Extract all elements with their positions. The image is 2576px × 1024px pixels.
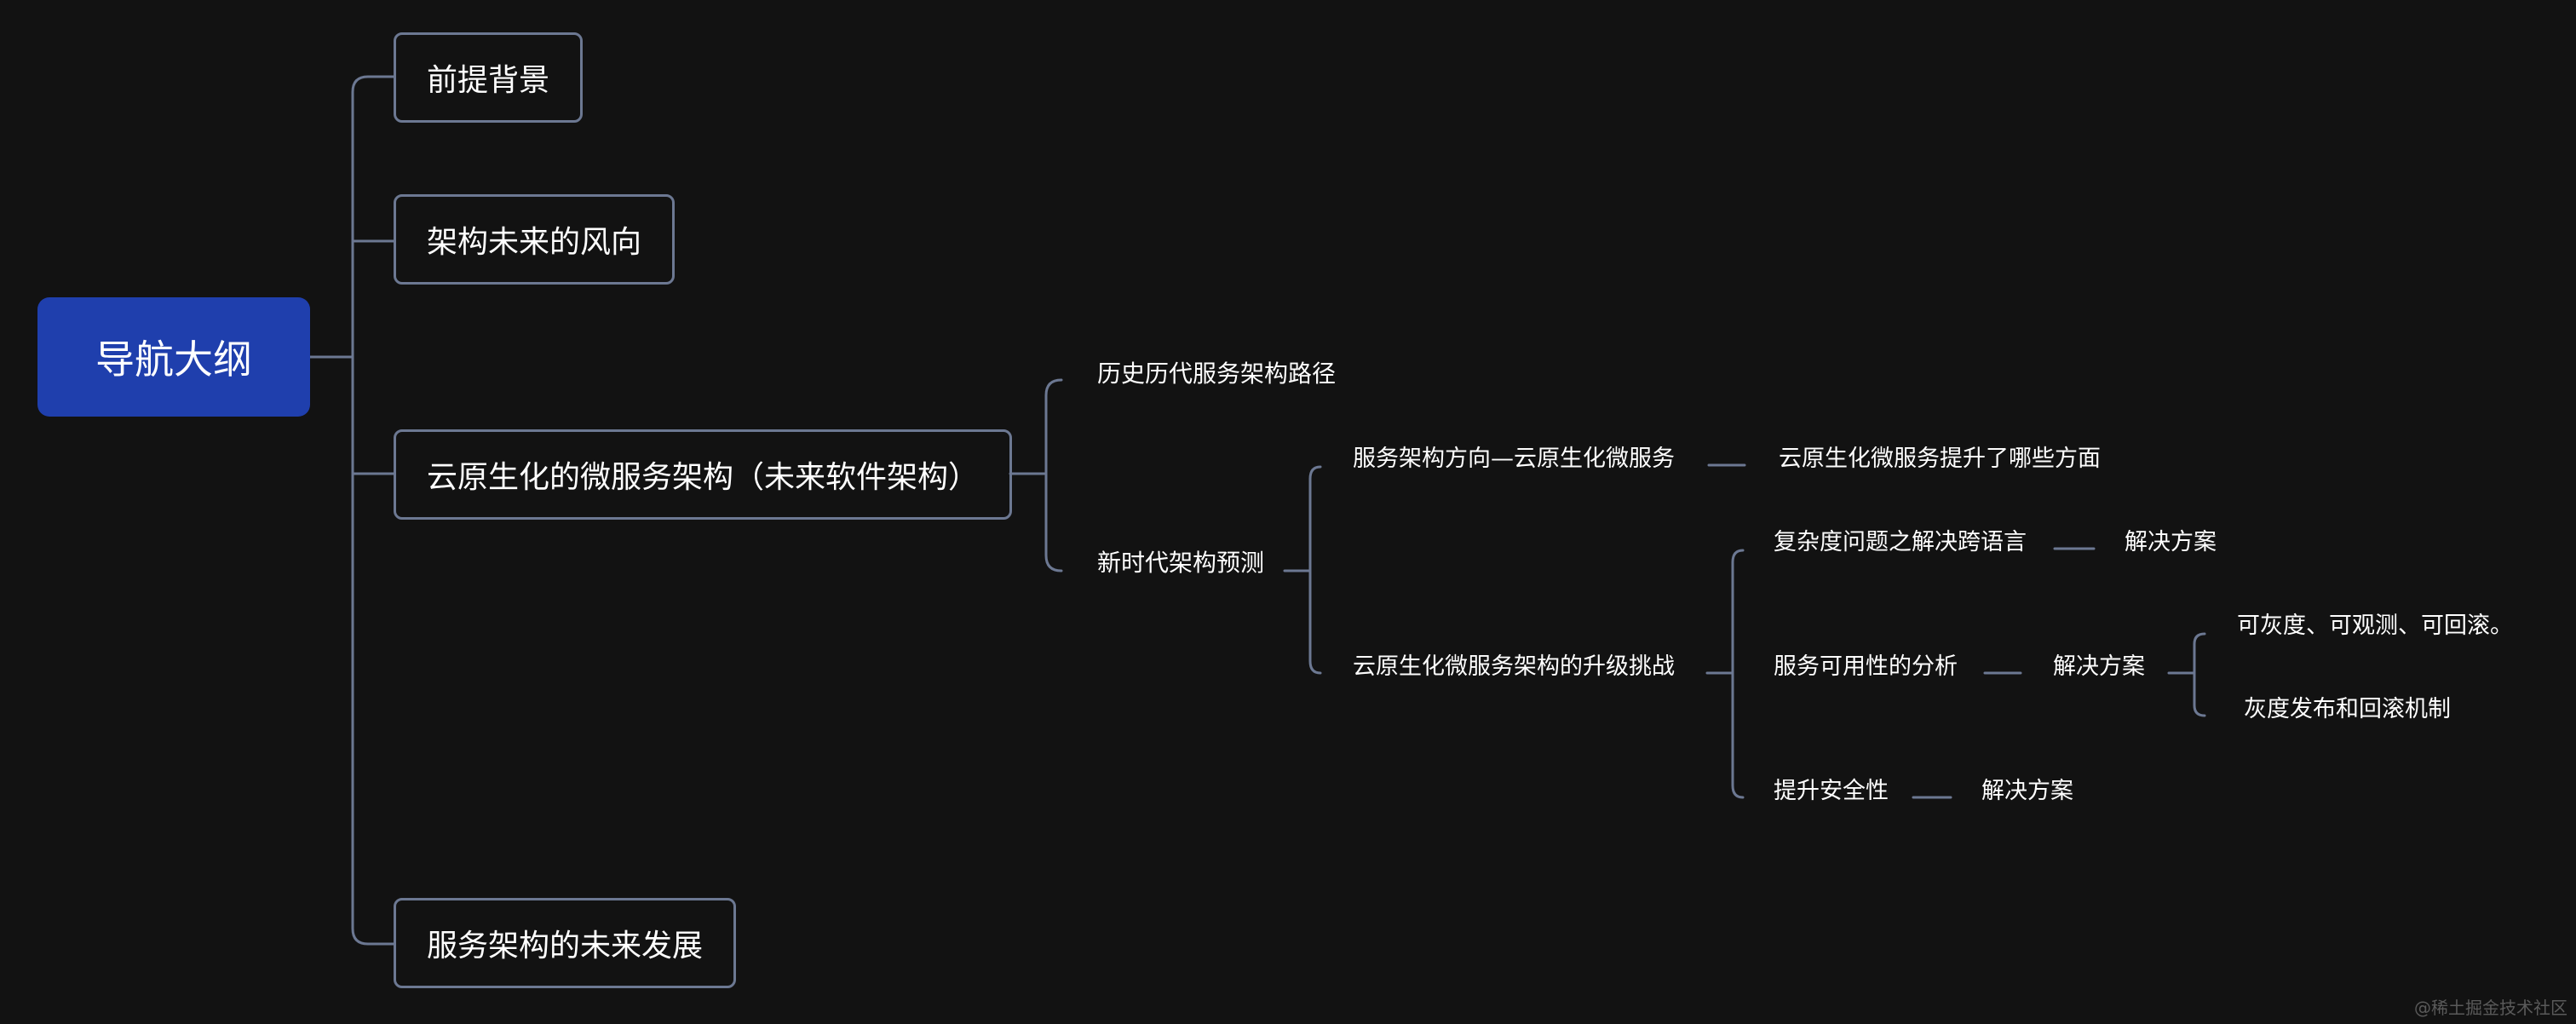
node-upgrade-challenge[interactable]: 云原生化微服务架构的升级挑战 (1353, 653, 1675, 680)
root-node[interactable]: 导航大纲 (37, 297, 310, 417)
bracket-availability (2193, 632, 2206, 717)
node-gray-release-rollback[interactable]: 灰度发布和回滚机制 (2244, 696, 2451, 722)
node-security[interactable]: 提升安全性 (1774, 778, 1889, 804)
node-gray-observe-rollback[interactable]: 可灰度、可观测、可回滚。 (2237, 613, 2513, 639)
topic-cloud-native-microservices[interactable]: 云原生化的微服务架构（未来软件架构） (394, 429, 1012, 520)
bracket-main (351, 75, 370, 946)
topic-architecture-trend[interactable]: 架构未来的风向 (394, 194, 675, 285)
watermark: @稀土掘金技术社区 (2414, 998, 2567, 1018)
node-history-path[interactable]: 历史历代服务架构路径 (1097, 360, 1337, 388)
node-availability-solution[interactable]: 解决方案 (2053, 653, 2145, 680)
topic-background[interactable]: 前提背景 (394, 32, 583, 123)
bracket-challenge (1731, 549, 1745, 799)
node-complexity-solution[interactable]: 解决方案 (2125, 529, 2217, 555)
node-direction[interactable]: 服务架构方向—云原生化微服务 (1353, 446, 1675, 472)
node-complexity[interactable]: 复杂度问题之解决跨语言 (1774, 529, 2027, 555)
node-direction-detail[interactable]: 云原生化微服务提升了哪些方面 (1779, 446, 2101, 472)
bracket-prediction (1308, 465, 1322, 675)
node-new-era-prediction[interactable]: 新时代架构预测 (1097, 549, 1265, 577)
node-security-solution[interactable]: 解决方案 (1981, 778, 2073, 804)
topic-future-development[interactable]: 服务架构的未来发展 (394, 898, 736, 988)
node-availability[interactable]: 服务可用性的分析 (1774, 653, 1958, 680)
bracket-topic3 (1044, 378, 1063, 572)
